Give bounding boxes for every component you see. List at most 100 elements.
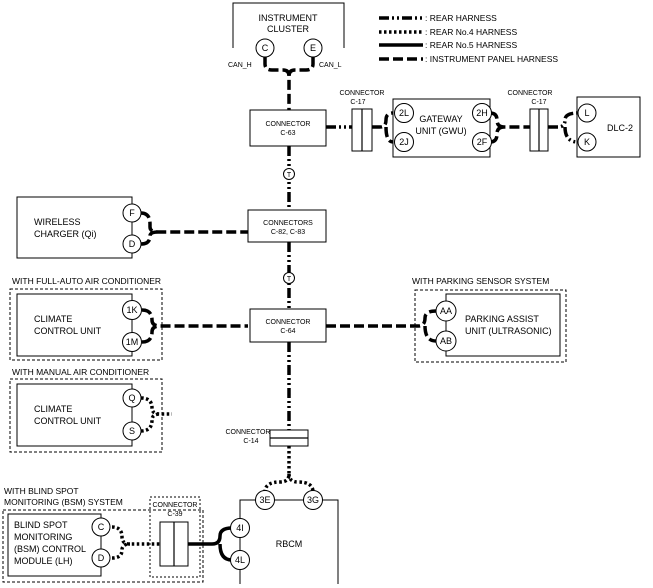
wire-wireless-c82 [140,211,248,246]
connectors-c82-c83-label-2: C-82, C-83 [271,229,305,236]
wire-c17b-dlc [548,111,579,144]
parking-label-1: PARKING ASSIST [465,314,539,324]
pin-ab [435,330,457,352]
pin-1k-label: 1K [126,305,137,315]
pin-4i [230,518,250,538]
pin-d-bsm-label: D [98,553,105,563]
connector-c17-right-label-2: C-17 [531,99,546,106]
can-h-label: CAN_H [228,62,252,69]
connector-c63-label-2: C-63 [280,130,295,137]
wire-c17-gwu [372,111,394,144]
wire-bsm-c39 [111,525,160,560]
connector-c17-left-label-2: C-17 [350,99,365,106]
pin-3e-label: 3E [259,495,270,505]
bsm-label-3: (BSM) CONTROL [14,544,86,554]
full-auto-group: WITH FULL-AUTO AIR CONDITIONER CLIMATE C… [9,276,163,361]
bsm-label-1: BLIND SPOT [14,520,68,530]
pin-2l-label: 2L [399,108,409,118]
pin-d-bsm [91,548,111,568]
pin-4l [230,550,250,570]
legend: : REAR HARNESS : REAR No.4 HARNESS : REA… [379,13,558,64]
connector-c17-right: CONNECTOR C-17 [508,90,553,152]
dlc-2-label: DLC-2 [607,123,633,133]
wire-cluster-can-h [263,57,291,110]
manual-header: WITH MANUAL AIR CONDITIONER [12,367,149,377]
connector-c39-label-1: CONNECTOR [153,502,198,509]
instrument-cluster-label-1: INSTRUMENT [259,13,318,23]
manual-label-2: CONTROL UNIT [34,416,102,426]
bsm-header-1: WITH BLIND SPOT [4,486,79,496]
pin-aa-label: AA [440,306,452,316]
connectors-c82-c83: CONNECTORS C-82, C-83 [247,209,327,243]
gateway-unit-label-1: GATEWAY [419,114,462,124]
pin-l-dlc [577,103,597,123]
wire-manual-stub [140,396,172,433]
connector-c14-label-2: C-14 [243,438,258,445]
wireless-charger-label-2: CHARGER (Qi) [34,229,97,239]
rbcm-label: RBCM [276,539,303,549]
pin-3g [303,490,323,510]
twist-symbol-upper: T [283,168,295,180]
pin-2f [472,132,492,152]
pin-d-wireless [122,234,142,254]
pin-s [122,421,142,441]
pin-c-cluster-label: C [262,43,269,53]
wire-cluster-can-l [287,57,315,77]
rbcm: RBCM 3E 3G 4I 4L [230,490,339,584]
connector-c64-label-2: C-64 [280,328,295,335]
manual-label-1: CLIMATE [34,404,72,414]
twist-symbol-upper-label: T [287,172,292,179]
wireless-charger: WIRELESS CHARGER (Qi) F D [16,196,142,259]
twist-symbol-lower: T [283,272,295,284]
instrument-cluster-label-2: CLUSTER [267,24,310,34]
gateway-unit-label-2: UNIT (GWU) [415,126,466,136]
pin-3g-label: 3G [307,495,319,505]
pin-c-cluster [255,38,275,58]
legend-label-rear: : REAR HARNESS [425,13,497,23]
pin-c-bsm [91,517,111,537]
connectors-c82-c83-label-1: CONNECTORS [263,220,313,227]
twist-symbol-lower-label: T [287,276,292,283]
bsm-label-4: MODULE (LH) [14,556,73,566]
pin-d-wireless-label: D [129,239,136,249]
wire-gwu-c17b [489,111,530,144]
pin-k-dlc-label: K [584,137,590,147]
pin-2f-label: 2F [477,137,488,147]
pin-f-wireless-label: F [129,208,135,218]
pin-3e [255,490,275,510]
full-auto-label-1: CLIMATE [34,314,72,324]
pin-ab-label: AB [440,336,452,346]
parking-label-2: UNIT (ULTRASONIC) [465,326,552,336]
pin-2h [472,103,492,123]
connector-c64-label-1: CONNECTOR [266,319,311,326]
wireless-charger-label-1: WIRELESS [34,217,81,227]
pin-2h-label: 2H [476,108,488,118]
connector-c63: CONNECTOR C-63 [249,109,327,147]
can-l-label: CAN_L [319,62,342,69]
wire-c64-parking [326,309,437,343]
pin-aa [435,300,457,322]
pin-s-label: S [129,426,135,436]
parking-header: WITH PARKING SENSOR SYSTEM [412,276,549,286]
pin-e-cluster-label: E [310,43,316,53]
pin-2j [394,132,414,152]
full-auto-header: WITH FULL-AUTO AIR CONDITIONER [12,276,161,286]
legend-label-rear5: : REAR No.5 HARNESS [425,40,517,50]
instrument-cluster: INSTRUMENT CLUSTER C E CAN_H CAN_L [228,2,345,69]
dlc-2: DLC-2 L K [576,96,641,158]
full-auto-label-2: CONTROL UNIT [34,326,102,336]
pin-k-dlc [577,132,597,152]
connector-c14: CONNECTOR C-14 [226,429,309,447]
pin-2j-label: 2J [399,137,409,147]
wire-c14-rbcm [263,446,315,493]
gateway-unit: GATEWAY UNIT (GWU) 2L 2J 2H 2F [392,98,492,158]
wire-c39-rbcm [188,526,233,562]
manual-group: WITH MANUAL AIR CONDITIONER CLIMATE CONT… [9,367,163,453]
wire-fullauto-c64 [141,308,248,344]
wires [111,57,579,562]
pin-1m [122,332,142,352]
connector-c17-right-label-1: CONNECTOR [508,90,553,97]
bsm-header-2: MONITORING (BSM) SYSTEM [4,497,123,507]
connector-c39: CONNECTOR C-39 [149,496,201,578]
